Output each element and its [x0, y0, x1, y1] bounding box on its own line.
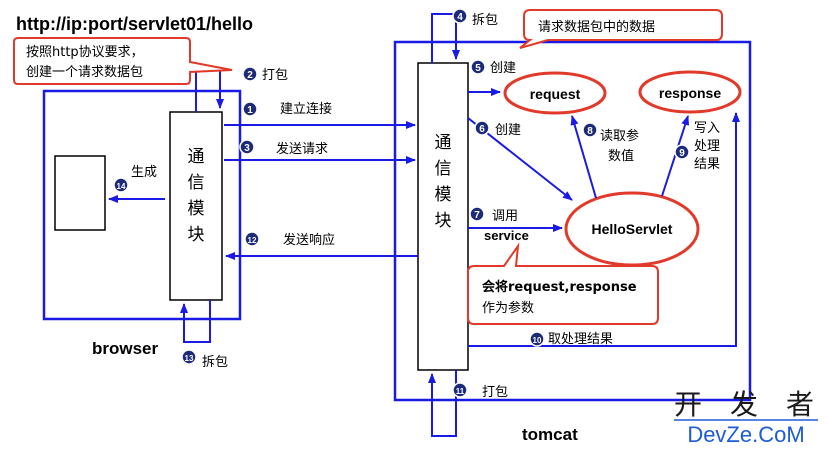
arrow-unpack-browser	[180, 300, 211, 343]
svg-text:DevZe.CoM: DevZe.CoM	[687, 422, 804, 447]
helloservlet-label: HelloServlet	[592, 221, 673, 237]
step-badge-13	[181, 349, 197, 365]
svg-text:11: 11	[456, 387, 465, 396]
step-badge-4	[452, 8, 468, 24]
svg-text:模: 模	[188, 199, 205, 219]
step-badge-11	[452, 382, 468, 398]
arrow-fetch-result	[468, 112, 740, 347]
arrow-pack-tomcat	[428, 370, 457, 437]
svg-text:4: 4	[457, 12, 463, 23]
svg-text:2: 2	[247, 70, 253, 81]
tomcat-label: tomcat	[522, 425, 578, 444]
svg-text:10: 10	[533, 336, 542, 345]
svg-text:3: 3	[244, 143, 250, 154]
callout-request-data-text: 请求数据包中的数据	[538, 19, 655, 35]
step-label-9: 写入	[694, 121, 720, 136]
browser-label: browser	[92, 339, 159, 358]
response-label: response	[659, 85, 721, 101]
callout-protocol-line1: 按照http协议要求，	[26, 45, 144, 60]
svg-text:6: 6	[479, 124, 485, 135]
step-badge-14	[113, 177, 129, 193]
request-label: request	[530, 86, 581, 102]
step-badge-2	[242, 66, 258, 82]
step-label-10: 取处理结果	[548, 332, 613, 347]
step-label-3: 发送请求	[276, 141, 328, 157]
svg-text:14: 14	[117, 182, 126, 191]
svg-text:信: 信	[188, 173, 205, 193]
callout-protocol	[13, 37, 233, 85]
arrow-unpack-tomcat	[431, 13, 460, 63]
step-label-4: 拆包	[472, 13, 498, 28]
step-label-14: 生成	[131, 165, 157, 180]
callout-params	[467, 242, 659, 325]
svg-text:发: 发	[730, 388, 758, 421]
watermark-logo: 开 发 者 DevZe.CoM	[674, 388, 818, 447]
step-badge-12	[244, 231, 260, 247]
svg-text:7: 7	[474, 210, 480, 221]
step-labels: 建立连接 打包 发送请求 拆包 创建 创建 调用 service 读取参 数值 …	[131, 13, 720, 400]
callout-request-data	[519, 9, 723, 49]
step-badge-3	[239, 139, 255, 155]
step-badge-9	[674, 144, 690, 160]
step-badges: 1 2 3 4 5 6 7 8 9 10 11 12 13	[113, 8, 690, 398]
svg-text:9: 9	[679, 148, 685, 159]
tomcat-box	[393, 40, 752, 402]
step-label-1: 建立连接	[280, 101, 332, 117]
step-label-7b: service	[484, 228, 529, 243]
svg-text:块: 块	[188, 225, 205, 245]
callout-protocol-line2: 创建一个请求数据包	[26, 65, 143, 80]
step-label-2: 打包	[262, 68, 288, 83]
svg-text:8: 8	[587, 126, 593, 137]
svg-text:通: 通	[435, 133, 452, 153]
step-label-6: 创建	[495, 123, 521, 138]
callout-params-line1: 会将request,response	[482, 279, 637, 295]
browser-module-text: 通 信 模 块	[188, 147, 205, 245]
svg-text:信: 信	[435, 159, 452, 179]
tomcat-module-text: 通 信 模 块	[435, 133, 452, 231]
browser-page-box	[54, 155, 106, 231]
step-badge-8	[582, 122, 598, 138]
step-label-11: 打包	[482, 385, 508, 400]
step-label-8: 读取参	[600, 128, 639, 144]
step-label-5: 创建	[490, 61, 516, 76]
svg-text:模: 模	[435, 185, 452, 205]
step-label-13: 拆包	[202, 355, 228, 370]
callout-params-line2: 作为参数	[482, 300, 534, 316]
svg-text:5: 5	[475, 63, 481, 74]
step-badge-5	[470, 59, 486, 75]
step-badge-6	[474, 120, 490, 136]
svg-text:通: 通	[188, 147, 205, 167]
step-badge-1	[242, 101, 258, 117]
step-badge-10	[529, 331, 545, 347]
svg-text:者: 者	[786, 388, 814, 421]
step-label-9c: 结果	[694, 157, 720, 172]
tomcat-comm-module	[417, 62, 469, 371]
step-label-8b: 数值	[608, 148, 634, 164]
browser-box	[42, 89, 242, 321]
url-title: http://ip:port/servlet01/hello	[16, 14, 253, 34]
step-badge-7	[469, 206, 485, 222]
step-label-7: 调用	[492, 209, 518, 224]
request-node	[503, 71, 607, 115]
step-label-12: 发送响应	[283, 232, 335, 248]
svg-text:块: 块	[435, 211, 452, 231]
svg-text:13: 13	[185, 354, 194, 363]
arrow-write-result	[661, 115, 690, 197]
svg-text:12: 12	[248, 236, 257, 245]
response-node	[638, 70, 742, 114]
svg-text:开: 开	[674, 388, 702, 421]
step-label-9b: 处理	[694, 139, 720, 154]
svg-text:1: 1	[247, 105, 253, 116]
arrow-read-params	[570, 115, 597, 199]
